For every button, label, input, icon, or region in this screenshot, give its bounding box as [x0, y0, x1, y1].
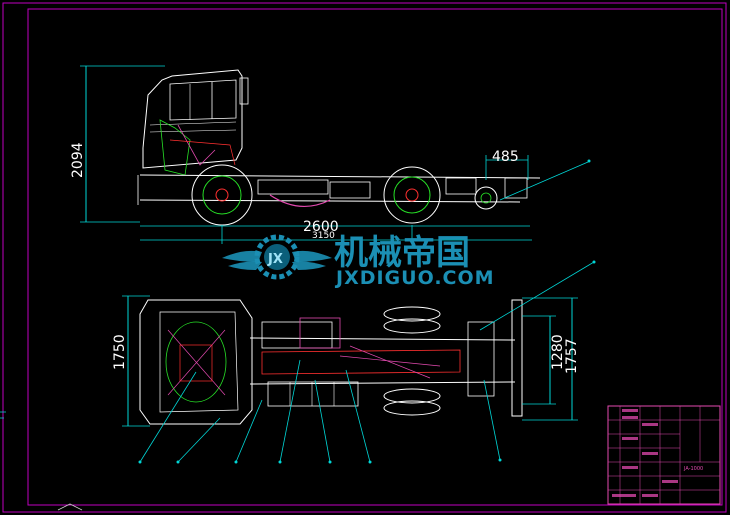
- watermark-name-cn: 机械帝国: [334, 233, 470, 273]
- inner-frame: [27, 8, 723, 506]
- watermark-url: JXDIGUO.COM: [334, 267, 495, 289]
- dimension-front-track: 1750: [112, 334, 128, 370]
- watermark: JX 机械帝国 JXDIGUO.COM: [222, 233, 495, 289]
- side-view: 2094 26: [70, 65, 591, 244]
- dimension-height-side: 2094: [70, 142, 86, 178]
- dimension-rear-width: 1757: [564, 338, 580, 374]
- dimension-rear-track: 1280: [550, 334, 566, 370]
- corner-mark-bottom: [57, 503, 83, 511]
- corner-mark-left: [0, 411, 6, 419]
- dimension-wheelbase: 2600: [303, 219, 339, 235]
- logo-letters: JX: [267, 252, 283, 267]
- dimension-rear-overhang: 485: [492, 149, 519, 165]
- title-block-label: JA-1000: [683, 466, 703, 472]
- svg-text:3150: 3150: [312, 231, 335, 241]
- top-view: 1750 1280: [112, 260, 596, 464]
- title-block: JA-1000: [607, 405, 721, 505]
- gear-icon: [254, 234, 300, 280]
